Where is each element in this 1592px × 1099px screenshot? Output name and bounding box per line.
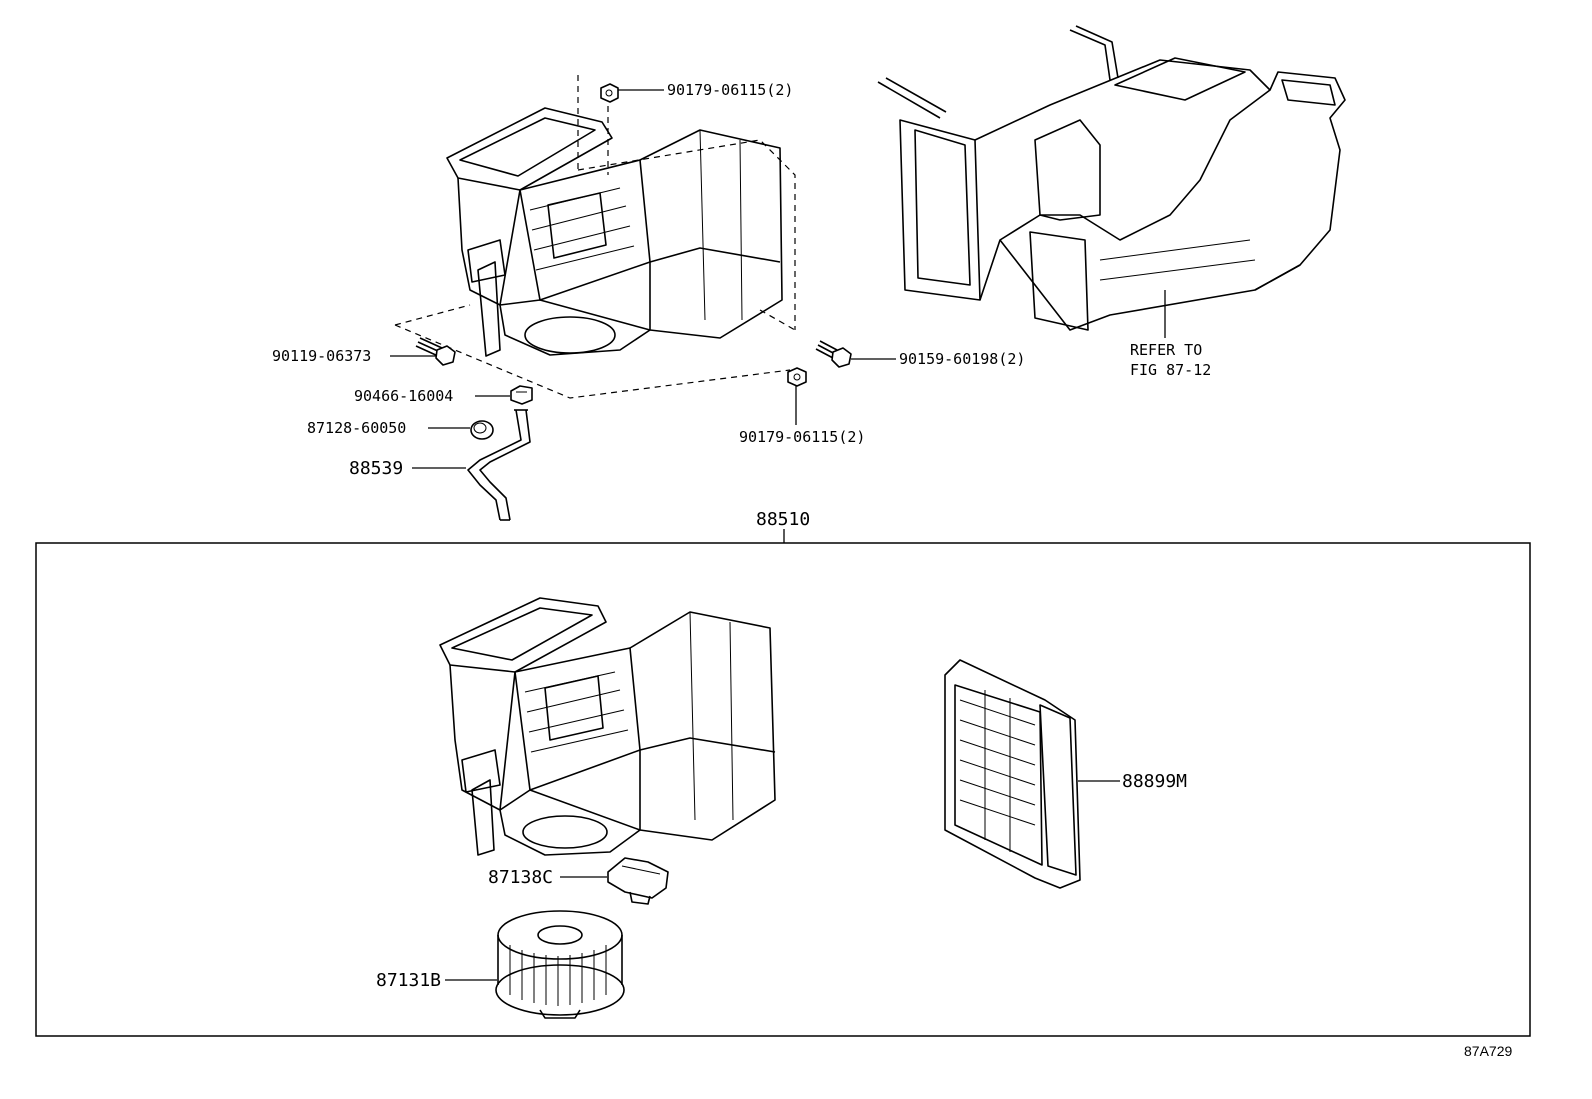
grommet-icon bbox=[470, 420, 494, 440]
fan-motor-icon bbox=[495, 910, 625, 1019]
hose-icon bbox=[467, 409, 531, 521]
callout-nut-bottom: 90179-06115(2) bbox=[739, 428, 865, 446]
resistor-icon bbox=[607, 857, 669, 905]
refer-fig-text: FIG 87-12 bbox=[1130, 361, 1211, 379]
assembly-box bbox=[35, 542, 1531, 1037]
blower-unit-icon bbox=[439, 597, 776, 856]
callout-nut-top: 90179-06115(2) bbox=[667, 81, 793, 99]
callout-blower-assembly: 88510 bbox=[756, 509, 810, 530]
callout-drain-hose: 88539 bbox=[349, 458, 403, 479]
nut-icon bbox=[600, 83, 619, 103]
bolt-icon bbox=[815, 340, 852, 368]
refer-to-text: REFER TO bbox=[1130, 341, 1202, 359]
heater-unit-icon bbox=[877, 25, 1346, 331]
bolt-icon bbox=[415, 337, 456, 366]
callout-motor: 87131B bbox=[376, 970, 441, 991]
callout-filter: 88899M bbox=[1122, 771, 1187, 792]
blower-unit-icon bbox=[446, 107, 783, 357]
callout-resistor: 87138C bbox=[488, 867, 553, 888]
callout-bolt-right: 90159-60198(2) bbox=[899, 350, 1025, 368]
callout-grommet: 87128-60050 bbox=[307, 419, 406, 437]
nut-icon bbox=[787, 367, 807, 387]
mounting-guide-lines bbox=[394, 75, 796, 399]
air-filter-icon bbox=[944, 659, 1081, 889]
callout-bolt-left: 90119-06373 bbox=[272, 347, 371, 365]
callout-clamp: 90466-16004 bbox=[354, 387, 453, 405]
figure-number: 87A729 bbox=[1464, 1043, 1512, 1059]
clamp-icon bbox=[510, 385, 533, 405]
